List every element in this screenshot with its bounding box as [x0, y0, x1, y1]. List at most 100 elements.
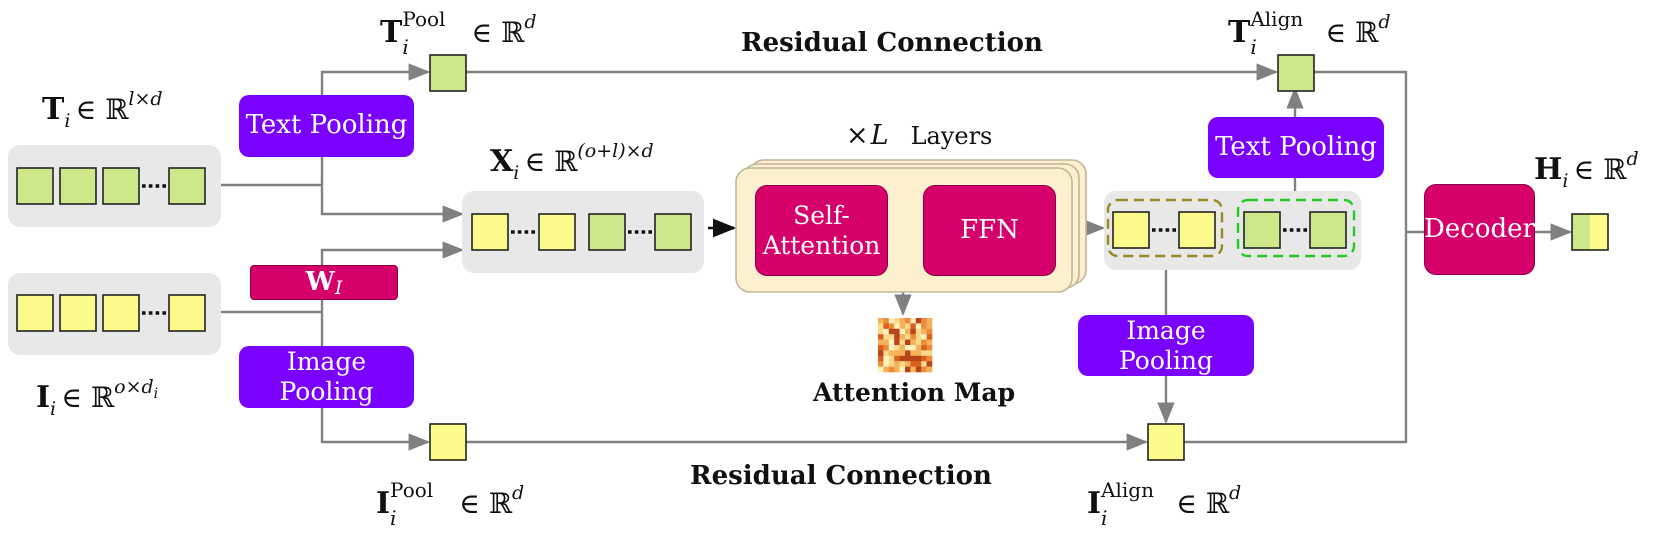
- heatmap-cell: [921, 355, 927, 362]
- heatmap-cell: [894, 318, 900, 324]
- heatmap-cell: [905, 355, 911, 362]
- image-pooling-button-left: Image Pooling: [239, 346, 414, 408]
- heatmap-cell: [915, 323, 922, 330]
- math-sup: l×d: [128, 88, 163, 110]
- concatenated-tokens-x: [462, 191, 704, 273]
- image-token-input: [8, 273, 221, 355]
- heatmap-cell: [883, 366, 890, 373]
- heatmap-cell: [899, 328, 906, 335]
- heatmap-cell: [905, 318, 911, 324]
- w-subscript: I: [334, 277, 343, 300]
- math-base: T: [1228, 15, 1251, 50]
- heatmap-cell: [888, 334, 895, 340]
- heatmap-cell: [883, 318, 890, 324]
- math-rel: ∈ ℝ: [75, 93, 129, 126]
- heatmap-cell: [878, 361, 884, 367]
- heatmap-cell: [894, 366, 900, 373]
- w-matrix-symbol: W: [305, 266, 335, 297]
- math-sup-name: Align: [1250, 7, 1304, 31]
- heatmap-cell: [888, 361, 895, 367]
- heatmap-cell: [910, 355, 917, 362]
- heatmap-cell: [883, 323, 890, 330]
- heatmap-cell: [878, 334, 884, 340]
- decoder-block: Decoder: [1424, 184, 1535, 275]
- heatmap-cell: [921, 323, 927, 330]
- text-pooling-label: Text Pooling: [1215, 131, 1377, 162]
- math-rel: ∈ ℝ: [1573, 153, 1627, 186]
- heatmap-cell: [910, 345, 917, 351]
- heatmap-cell: [905, 328, 911, 335]
- heatmap-cell: [888, 345, 895, 351]
- text-pooling-button-right: Text Pooling: [1208, 117, 1384, 178]
- math-sup: d: [524, 11, 537, 33]
- math-sub: i: [1101, 506, 1108, 530]
- heatmap-cell: [899, 334, 906, 340]
- heatmap-cell: [905, 345, 911, 351]
- heatmap-cell: [888, 323, 895, 330]
- math-stack: Align i: [1101, 478, 1171, 530]
- math-rel: ∈ ℝ: [459, 487, 513, 520]
- heatmap-cell: [878, 328, 884, 335]
- heatmap-cell: [888, 355, 895, 362]
- heatmap-cell: [910, 334, 917, 340]
- residual-connection-bottom-label: Residual Connection: [690, 461, 992, 491]
- residual-connection-top-label: Residual Connection: [741, 28, 1043, 58]
- t-pool-token: [429, 54, 467, 92]
- heatmap-cell: [899, 350, 906, 357]
- heatmap-cell: [921, 366, 927, 373]
- heatmap-cell: [926, 366, 933, 373]
- layers-count-symbol: L: [870, 120, 889, 151]
- math-rel: ∈ ℝ: [61, 381, 115, 414]
- self-attention-block: Self- Attention: [755, 185, 888, 276]
- heatmap-cell: [883, 328, 890, 335]
- heatmap-cell: [915, 345, 922, 351]
- times-symbol: ×: [846, 120, 869, 151]
- heatmap-cell: [921, 318, 927, 324]
- heatmap-cell: [905, 339, 911, 346]
- heatmap-cell: [888, 328, 895, 335]
- heatmap-cell: [878, 345, 884, 351]
- t-align-token: [1277, 54, 1315, 92]
- heatmap-cell: [878, 339, 884, 346]
- math-sup-name: Pool: [390, 478, 434, 502]
- image-pooling-label: Image Pooling: [1118, 315, 1213, 375]
- heatmap-cell: [926, 328, 933, 335]
- attention-map-label: Attention Map: [813, 378, 1016, 407]
- heatmap-cell: [910, 318, 917, 324]
- heatmap-cell: [883, 334, 890, 340]
- image-pooling-label: Image Pooling: [279, 347, 374, 406]
- math-sub: i: [390, 506, 397, 530]
- heatmap-cell: [921, 345, 927, 351]
- heatmap-cell: [905, 334, 911, 340]
- math-base: I: [36, 380, 51, 415]
- heatmap-cell: [921, 339, 927, 346]
- heatmap-cell: [921, 361, 927, 367]
- t-input-math-label: Ti ∈ ℝl×d: [42, 88, 163, 132]
- heatmap-cell: [894, 339, 900, 346]
- attention-map-heatmap: [878, 318, 933, 373]
- heatmap-cell: [878, 355, 884, 362]
- heatmap-cell: [926, 350, 933, 357]
- text-pooling-label: Text Pooling: [245, 110, 408, 141]
- text-pooling-button-left: Text Pooling: [239, 95, 414, 157]
- heatmap-cell: [888, 318, 895, 324]
- heatmap-cell: [926, 355, 933, 362]
- math-sup: (o+l)×d: [577, 140, 654, 162]
- heatmap-cell: [905, 361, 911, 367]
- math-base: H: [1534, 152, 1563, 187]
- math-sup: d: [1229, 482, 1242, 504]
- math-sup: d: [1626, 148, 1639, 170]
- math-sup-name: Pool: [402, 7, 446, 31]
- heatmap-cell: [915, 318, 922, 324]
- self-attention-label-line1: Self-: [793, 200, 850, 230]
- heatmap-cell: [910, 323, 917, 330]
- heatmap-cell: [878, 318, 884, 324]
- math-sub: i: [513, 162, 520, 184]
- i-input-math-label: Ii ∈ ℝo×di: [36, 376, 158, 420]
- i-align-token: [1147, 423, 1185, 461]
- self-attention-label-line2: Attention: [762, 230, 881, 260]
- heatmap-cell: [926, 361, 933, 367]
- math-sup-name: Align: [1101, 478, 1154, 502]
- math-base: T: [380, 15, 403, 50]
